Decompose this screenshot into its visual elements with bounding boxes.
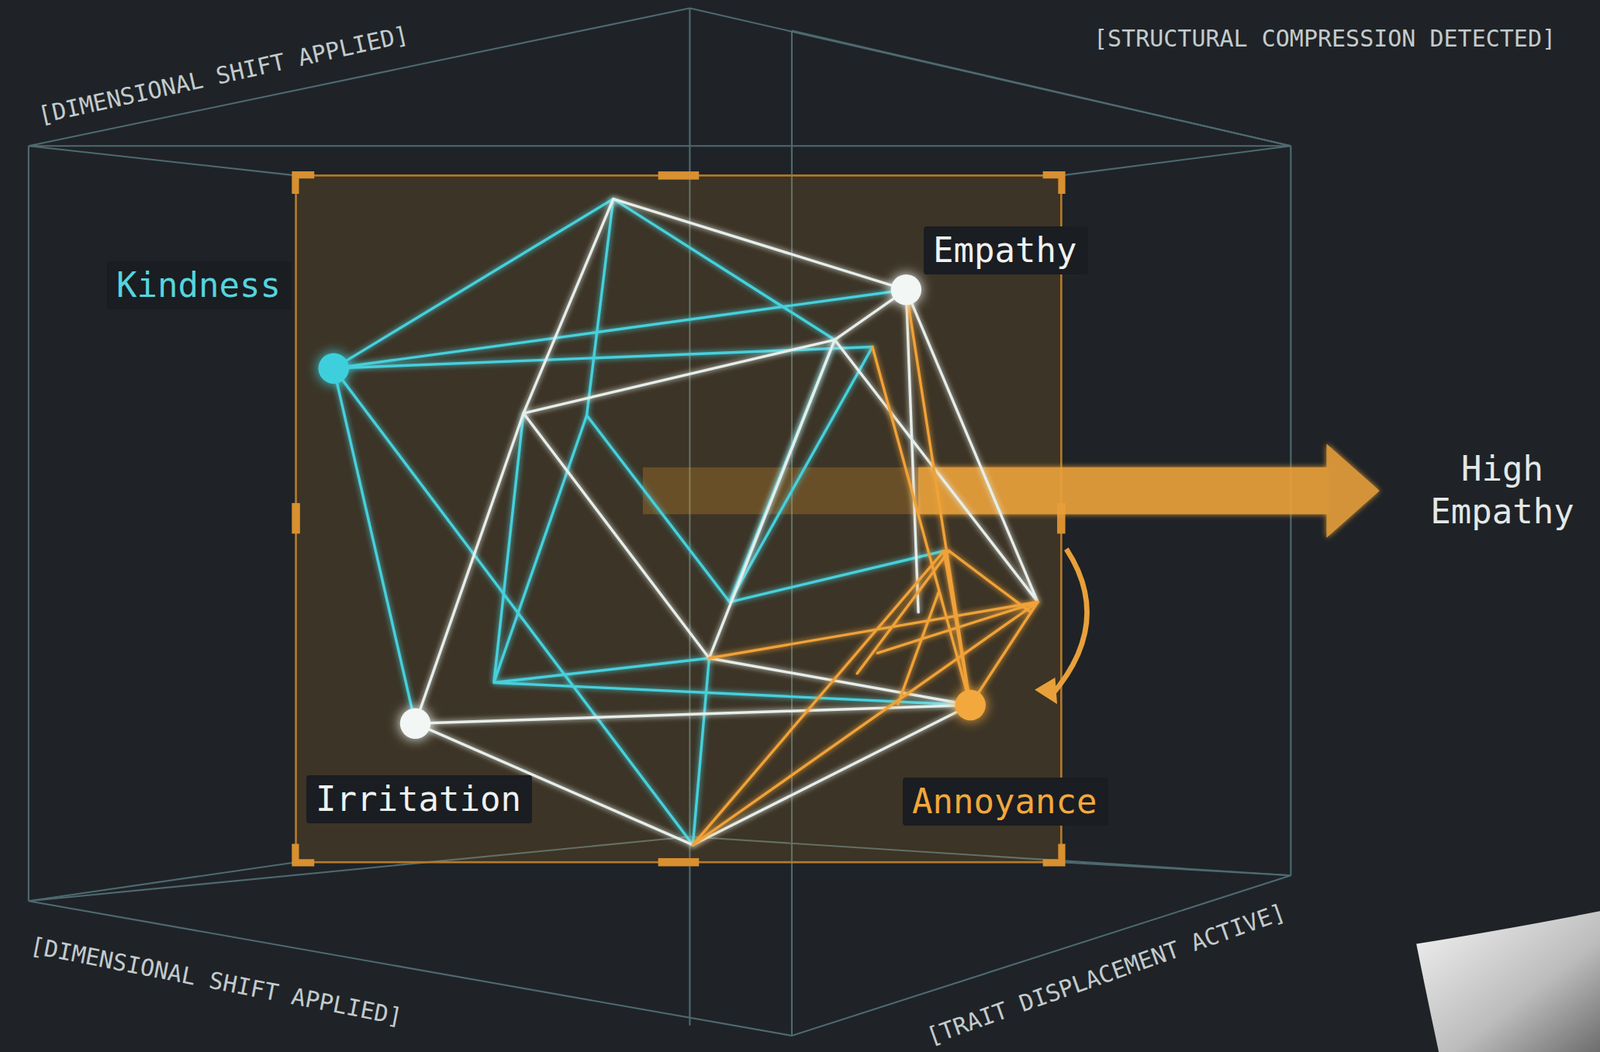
corner-note: [DIMENSIONAL SHIFT APPLIED] bbox=[35, 20, 412, 130]
corner-note: [TRAIT DISPLACEMENT ACTIVE] bbox=[922, 898, 1289, 1051]
corner-note: [DIMENSIONAL SHIFT APPLIED] bbox=[27, 932, 405, 1031]
vertex-dots bbox=[317, 274, 985, 740]
page-curl bbox=[1416, 911, 1600, 1052]
corner-note: [STRUCTURAL COMPRESSION DETECTED] bbox=[1093, 24, 1556, 52]
trait-label-box: Kindness bbox=[107, 261, 292, 310]
trait-label: Empathy bbox=[933, 231, 1079, 270]
trait-label-box: Empathy bbox=[923, 226, 1089, 275]
trait-label: Kindness bbox=[116, 266, 283, 305]
trait-label: Irritation bbox=[315, 780, 523, 820]
polyhedron bbox=[333, 199, 1038, 846]
trait-label-box: Irritation bbox=[306, 775, 533, 824]
compression-box bbox=[291, 171, 1065, 867]
target-label: High Empathy bbox=[1409, 447, 1596, 533]
trait-label: Annoyance bbox=[912, 782, 1099, 822]
trait-label-box: Annoyance bbox=[902, 777, 1109, 826]
cube-frame bbox=[28, 8, 1292, 1037]
